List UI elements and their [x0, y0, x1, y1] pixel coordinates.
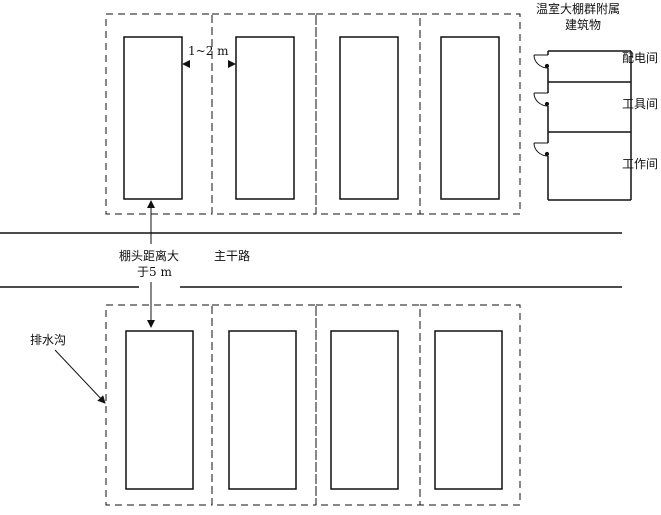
bottom-greenhouse-2 — [228, 330, 297, 490]
top-greenhouses — [123, 36, 500, 200]
door-power-room — [533, 54, 550, 69]
head-distance-label-line1: 棚头距离大 — [119, 249, 180, 263]
top-greenhouse-2 — [235, 36, 295, 200]
gap-spacing-label: 1~2 m — [188, 44, 229, 58]
annex-doors — [533, 54, 550, 157]
annex-buildings — [547, 50, 632, 201]
main-road-label: 主干路 — [214, 249, 251, 263]
top-greenhouse-4 — [440, 36, 500, 200]
bottom-greenhouse-group — [105, 304, 521, 506]
top-greenhouse-group — [105, 13, 521, 215]
room-label-tools: 工具间 — [622, 97, 659, 111]
drainage-ditch-label: 排水沟 — [30, 333, 67, 347]
main-road — [0, 232, 622, 288]
room-label-work: 工作间 — [622, 157, 659, 171]
bottom-plot-1-boundary — [105, 304, 213, 506]
drainage-ditch-leader — [54, 349, 106, 404]
bottom-plot-2-boundary — [211, 304, 317, 506]
bottom-greenhouse-1 — [125, 330, 194, 490]
bottom-greenhouse-3 — [330, 330, 399, 490]
room-label-power: 配电间 — [622, 51, 659, 65]
top-plot-4-boundary — [419, 13, 521, 215]
door-tool-room — [533, 92, 550, 107]
head-distance-label-line2: 于5 m — [137, 265, 172, 279]
top-plot-3-boundary — [315, 13, 421, 215]
annex-title-line2: 建筑物 — [565, 18, 602, 32]
door-work-room — [533, 142, 550, 157]
bottom-plot-3-boundary — [315, 304, 421, 506]
top-greenhouse-1 — [123, 36, 183, 200]
top-greenhouse-3 — [339, 36, 399, 200]
bottom-plot-4-boundary — [419, 304, 521, 506]
annex-title-line1: 温室大棚群附属 — [536, 2, 621, 16]
bottom-greenhouse-4 — [434, 330, 503, 490]
bottom-greenhouses — [125, 330, 503, 490]
